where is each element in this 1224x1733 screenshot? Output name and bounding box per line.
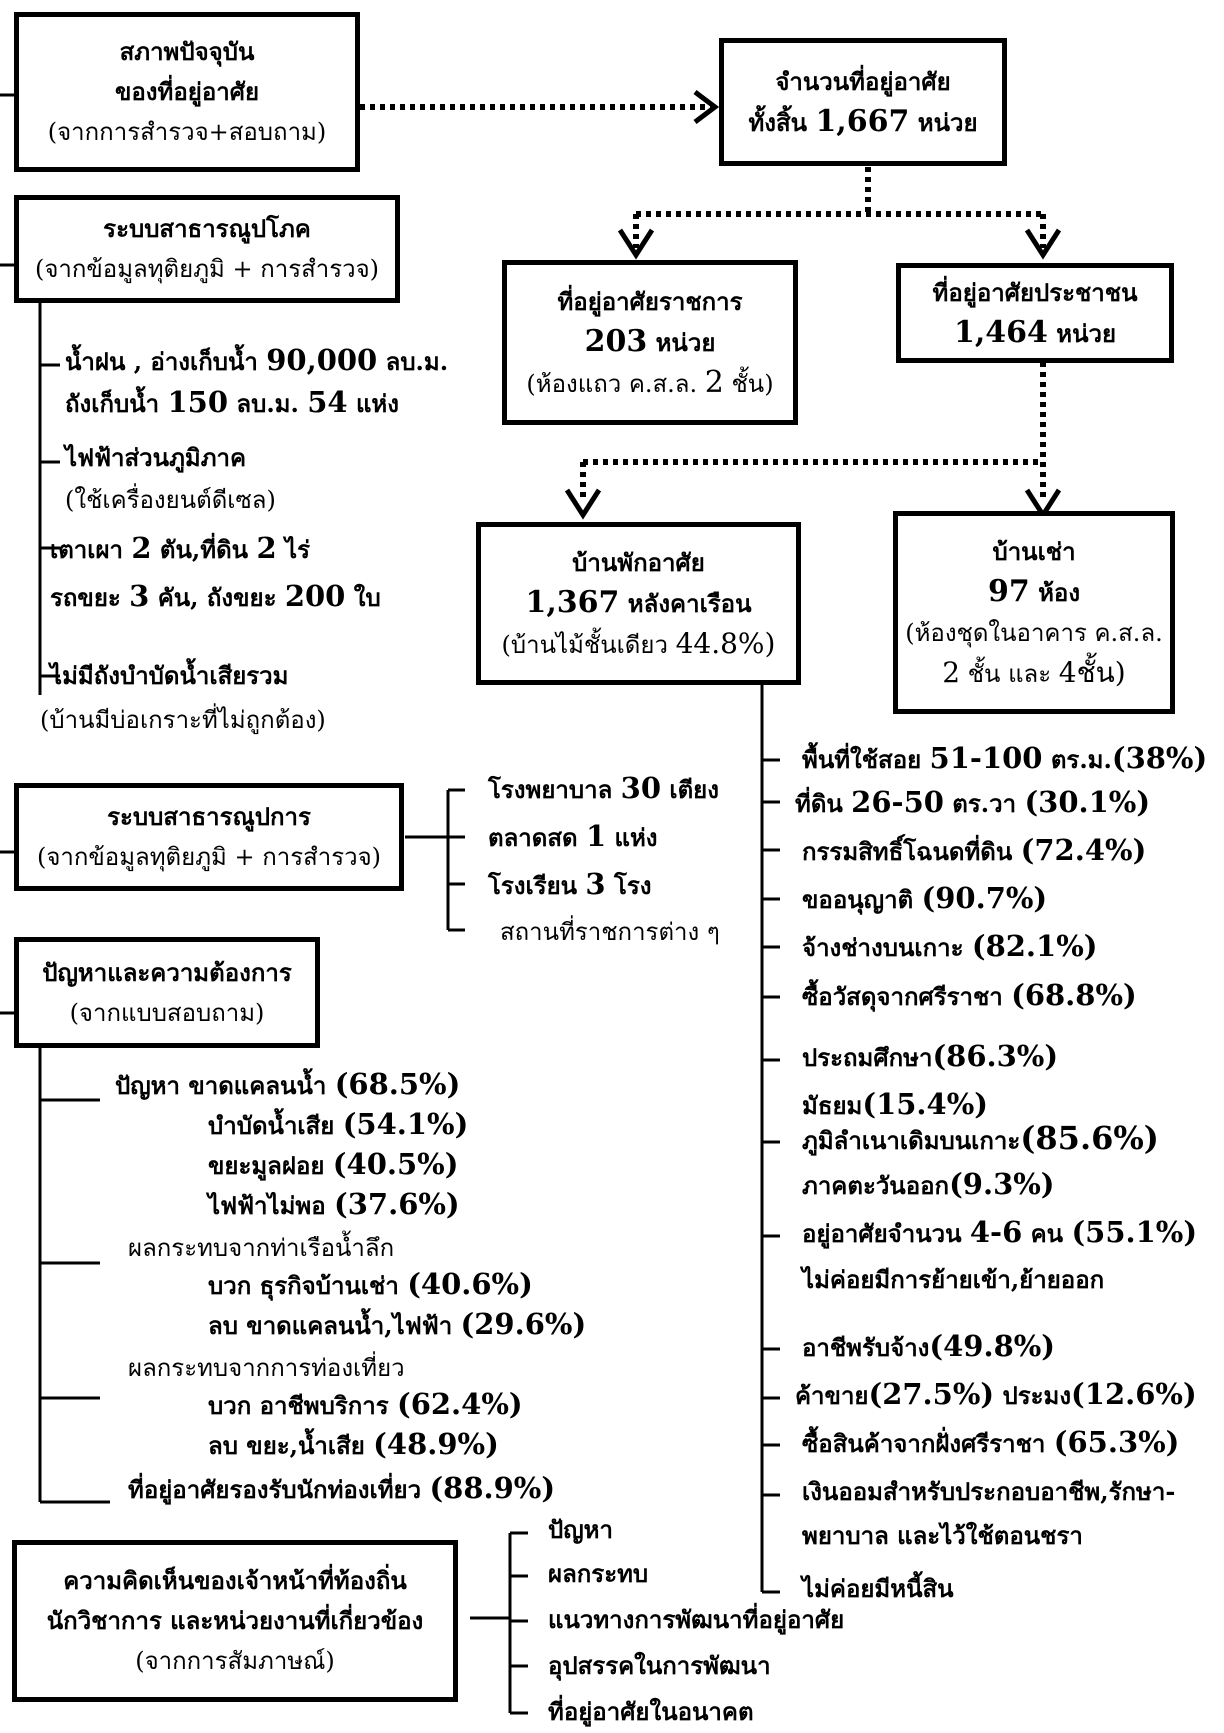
resid-savings-1: เงินออมสำหรับประกอบอาชีพ,รักษา- (802, 1477, 1176, 1506)
current-housing-title-1: สภาพปัจจุบัน (119, 37, 255, 66)
current-housing-title-2: ของที่อยู่อาศัย (114, 77, 260, 106)
resid-usable-area: พื้นที่ใช้สอย 51-100 ตร.ม.(38%) (802, 741, 1208, 775)
opinion-item-impact: ผลกระทบ (548, 1559, 649, 1588)
opinion-source: (จากการสัมภาษณ์) (135, 1647, 335, 1675)
resid-mobility: ไม่ค่อยมีการย้ายเข้า,ย้ายออก (802, 1265, 1105, 1294)
residence-type: (บ้านไม้ชั้นเดียว 44.8%) (501, 626, 776, 660)
utility-item-garbage: รถขยะ 3 คัน, ถังขยะ 200 ใบ (50, 579, 381, 613)
gov-housing-title: ที่อยู่อาศัยราชการ (557, 286, 743, 316)
opinion-item-development: แนวทางการพัฒนาที่อยู่อาศัย (548, 1605, 845, 1634)
facilities-title: ระบบสาธารณูปการ (107, 802, 311, 831)
problem-port-impact: ผลกระทบจากท่าเรือน้ำลึก (128, 1234, 395, 1262)
utility-item-incinerator: เตาเผา 2 ตัน,ที่ดิน 2 ไร่ (50, 531, 310, 565)
resid-origin-island: ภูมิลำเนาเดิมบนเกาะ(85.6%) (802, 1119, 1159, 1157)
people-housing-box: ที่อยู่อาศัยประชาชน 1,464 หน่วย (896, 263, 1174, 363)
current-housing-source: (จากการสำรวจ+สอบถาม) (47, 118, 327, 146)
problem-port-negative: ลบ ขาดแคลนน้ำ,ไฟฟ้า (29.6%) (208, 1307, 587, 1341)
gov-housing-type: (ห้องแถว ค.ส.ล. 2 ชั้น) (526, 364, 774, 400)
utility-item-septic: (บ้านมีบ่อเกราะที่ไม่ถูกต้อง) (40, 706, 326, 734)
resid-household-size: อยู่อาศัยจำนวน 4-6 คน (55.1%) (802, 1215, 1198, 1249)
resid-employment: อาชีพรับจ้าง(49.8%) (802, 1329, 1056, 1363)
gov-housing-box: ที่อยู่อาศัยราชการ 203 หน่วย (ห้องแถว ค.… (502, 260, 798, 425)
people-housing-count: 1,464 หน่วย (953, 314, 1117, 350)
problem-wastewater: บำบัดน้ำเสีย (54.1%) (208, 1107, 469, 1141)
facility-item-market: ตลาดสด 1 แห่ง (488, 819, 658, 853)
total-housing-title: จำนวนที่อยู่อาศัย (775, 66, 951, 96)
problems-title: ปัญหาและความต้องการ (42, 957, 292, 987)
utility-item-tank: ถังเก็บน้ำ 150 ลบ.ม. 54 แห่ง (65, 385, 399, 419)
problems-box: ปัญหาและความต้องการ (จากแบบสอบถาม) (14, 937, 320, 1048)
problem-tourism-impact: ผลกระทบจากการท่องเที่ยว (128, 1354, 405, 1382)
facility-item-hospital: โรงพยาบาล 30 เตียง (488, 771, 719, 805)
utility-item-water: น้ำฝน , อ่างเก็บน้ำ 90,000 ลบ.ม. (65, 343, 449, 377)
resid-trade-fishing: ค้าขาย(27.5%) ประมง(12.6%) (795, 1377, 1197, 1411)
facilities-source: (จากข้อมูลทุติยภูมิ + การสำรวจ) (36, 843, 382, 871)
resid-materials: ซื้อวัสดุจากศรีราชา (68.8%) (802, 978, 1137, 1012)
facility-item-gov-offices: สถานที่ราชการต่าง ๆ (500, 918, 720, 946)
resid-shopping: ซื้อสินค้าจากฝั่งศรีราชา (65.3%) (802, 1425, 1180, 1459)
residence-title: บ้านพักอาศัย (572, 547, 705, 577)
resid-origin-east: ภาคตะวันออก(9.3%) (802, 1167, 1055, 1201)
problem-water: ปัญหา ขาดแคลนน้ำ (68.5%) (115, 1067, 461, 1101)
total-housing-count-line: ทั้งสิ้น 1,667 หน่วย (748, 103, 978, 139)
opinion-box: ความคิดเห็นของเจ้าหน้าที่ท้องถิ่น นักวิช… (12, 1540, 458, 1702)
resid-savings-2: พยาบาล และไว้ใช้ตอนชรา (802, 1521, 1083, 1550)
opinion-title-2: นักวิชาการ และหน่วยงานที่เกี่ยวข้อง (46, 1606, 424, 1635)
utility-item-electricity: ไฟฟ้าส่วนภูมิภาค (65, 443, 247, 472)
resid-permit: ขออนุญาติ (90.7%) (802, 881, 1048, 915)
problems-source: (จากแบบสอบถาม) (69, 998, 265, 1027)
opinion-item-future: ที่อยู่อาศัยในอนาคต (548, 1697, 754, 1726)
rental-floors: 2 ชั้น และ 4ชั้น) (942, 655, 1126, 689)
rental-box: บ้านเช่า 97 ห้อง (ห้องชุดในอาคาร ค.ส.ล. … (893, 511, 1175, 714)
problem-garbage: ขยะมูลฝอย (40.5%) (208, 1147, 459, 1181)
resid-builder: จ้างช่างบนเกาะ (82.1%) (802, 929, 1098, 963)
rental-type: (ห้องชุดในอาคาร ค.ส.ล. (905, 618, 1163, 647)
utilities-box: ระบบสาธารณูปโภค (จากข้อมูลทุติยภูมิ + กา… (14, 195, 400, 303)
problem-tourism-positive: บวก อาชีพบริการ (62.4%) (208, 1387, 523, 1421)
resid-primary-edu: ประถมศึกษา(86.3%) (802, 1039, 1059, 1073)
utilities-title: ระบบสาธารณูปโภค (103, 214, 311, 243)
rental-title: บ้านเช่า (992, 536, 1076, 566)
rental-count: 97 ห้อง (987, 573, 1081, 609)
opinion-title-1: ความคิดเห็นของเจ้าหน้าที่ท้องถิ่น (63, 1566, 407, 1595)
problem-electricity: ไฟฟ้าไม่พอ (37.6%) (208, 1187, 460, 1221)
opinion-item-obstacles: อุปสรรคในการพัฒนา (548, 1651, 771, 1680)
current-housing-box: สภาพปัจจุบัน ของที่อยู่อาศัย (จากการสำรว… (14, 12, 360, 172)
problem-tourist-housing: ที่อยู่อาศัยรองรับนักท่องเที่ยว (88.9%) (128, 1471, 556, 1505)
facility-item-school: โรงเรียน 3 โรง (488, 867, 652, 901)
opinion-item-problems: ปัญหา (548, 1515, 613, 1544)
resid-land-title: กรรมสิทธิ์โฉนดที่ดิน (72.4%) (802, 833, 1147, 867)
resid-land: ที่ดิน 26-50 ตร.วา (30.1%) (795, 785, 1151, 819)
people-housing-title: ที่อยู่อาศัยประชาชน (932, 277, 1138, 307)
resid-secondary-edu: มัธยม(15.4%) (802, 1087, 988, 1121)
problem-tourism-negative: ลบ ขยะ,น้ำเสีย (48.9%) (208, 1427, 499, 1461)
utilities-source: (จากข้อมูลทุติยภูมิ + การสำรวจ) (34, 255, 380, 283)
residence-count: 1,367 หลังคาเรือน (525, 584, 752, 620)
residence-box: บ้านพักอาศัย 1,367 หลังคาเรือน (บ้านไม้ช… (476, 522, 801, 685)
facilities-box: ระบบสาธารณูปการ (จากข้อมูลทุติยภูมิ + กา… (14, 783, 404, 891)
problem-port-positive: บวก ธุรกิจบ้านเช่า (40.6%) (208, 1267, 533, 1301)
resid-debt: ไม่ค่อยมีหนี้สิน (802, 1574, 954, 1603)
gov-housing-count: 203 หน่วย (584, 323, 716, 359)
utility-item-wastewater: ไม่มีถังบำบัดน้ำเสียรวม (50, 661, 289, 690)
utility-item-diesel: (ใช้เครื่องยนต์ดีเซล) (65, 486, 276, 514)
total-housing-box: จำนวนที่อยู่อาศัย ทั้งสิ้น 1,667 หน่วย (719, 38, 1007, 166)
